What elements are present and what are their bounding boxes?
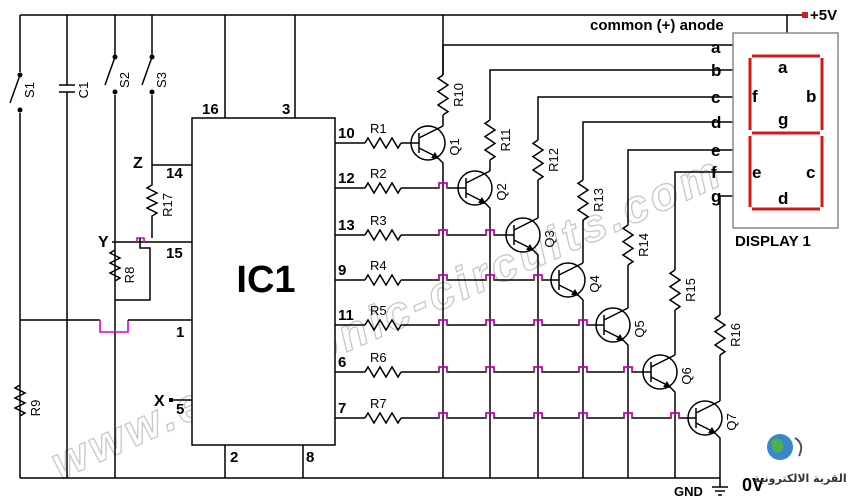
ic-pin-9: 9: [338, 262, 346, 279]
seg-f: f: [752, 87, 758, 106]
ic-pin-10: 10: [338, 125, 355, 142]
ic-pin-6: 6: [338, 354, 346, 371]
collector-resistor-10: [436, 74, 450, 116]
supply-rail: [19, 12, 808, 118]
r9-label: R9: [28, 400, 43, 417]
seg-g: g: [778, 110, 788, 129]
resistor-r9: [13, 384, 27, 417]
ic-pin-3: 3: [282, 101, 290, 118]
base-resistor-6: [364, 365, 402, 379]
node-y: Y: [98, 234, 109, 251]
logo-text: القرية الالكترونية: [753, 472, 846, 485]
switch-s1: [9, 55, 23, 478]
base-resistor-4: [364, 273, 402, 287]
ic-pin-7: 7: [338, 400, 346, 417]
seg-c: c: [806, 163, 815, 182]
display-segments: [748, 54, 824, 211]
anode-label: common (+) anode: [590, 17, 724, 34]
ic-pin-1: 1: [176, 324, 184, 341]
transistor-label: Q5: [632, 320, 647, 337]
node-x: X: [154, 393, 165, 410]
seg-d: d: [778, 189, 788, 208]
gnd-label: GND: [674, 484, 703, 499]
collector-resistor-label: R10: [451, 83, 466, 107]
collector-resistor-15: [668, 269, 682, 311]
base-resistor-label: R4: [370, 258, 387, 273]
switch-label-s1: S1: [22, 82, 37, 98]
ic-pin-14: 14: [166, 165, 183, 182]
base-resistor-3: [364, 228, 402, 242]
transistor-label: Q3: [542, 230, 557, 247]
segment-letter-c: c: [711, 88, 720, 107]
transistor-label: Q1: [447, 138, 462, 155]
seg-a: a: [778, 58, 788, 77]
collector-resistor-16: [713, 314, 727, 356]
segment-letter-f: f: [711, 163, 717, 182]
collector-resistor-13: [576, 179, 590, 221]
collector-resistor-label: R12: [546, 148, 561, 172]
base-resistor-label: R6: [370, 350, 387, 365]
transistor-label: Q6: [679, 367, 694, 384]
collector-resistor-11: [483, 119, 497, 161]
seg-b: b: [806, 87, 816, 106]
capacitor-label: C1: [76, 82, 91, 99]
switch-s3: [141, 54, 192, 166]
ic-pin-2: 2: [230, 449, 238, 466]
resistor-r17: [145, 165, 159, 238]
segment-letter-e: e: [711, 141, 720, 160]
collector-resistor-label: R13: [591, 188, 606, 212]
base-resistor-2: [364, 181, 402, 195]
node-z: Z: [133, 155, 143, 172]
collector-resistor-14: [621, 224, 635, 266]
switch-label-s3: S3: [154, 72, 169, 88]
segment-letter-a: a: [711, 38, 721, 57]
base-resistor-label: R7: [370, 396, 387, 411]
vplus-label: +5V: [810, 7, 837, 24]
display-name: DISPLAY 1: [735, 233, 811, 250]
collector-resistor-12: [531, 139, 545, 181]
r8-label: R8: [122, 267, 137, 284]
transistor-label: Q4: [587, 275, 602, 292]
switch-s2: [104, 54, 118, 478]
ic-pin-5: 5: [176, 401, 184, 418]
logo-globe-icon: [767, 434, 803, 460]
ic1-body: [191, 117, 336, 446]
switch-label-s2: S2: [117, 72, 132, 88]
seg-e: e: [752, 163, 761, 182]
base-resistor-7: [364, 411, 402, 425]
base-resistor-label: R5: [370, 303, 387, 318]
base-resistor-label: R1: [370, 121, 387, 136]
ic-pin-12: 12: [338, 170, 355, 187]
ic-pin-11: 11: [338, 307, 354, 324]
ic1-label: IC1: [236, 259, 295, 301]
collector-resistor-label: R11: [498, 129, 513, 152]
base-resistor-5: [364, 318, 402, 332]
base-resistor-label: R3: [370, 213, 387, 228]
zero-volt-label: 0V: [742, 475, 764, 495]
r17-label: R17: [160, 193, 175, 217]
collector-resistor-label: R16: [728, 323, 743, 347]
ic-pin-16: 16: [202, 101, 219, 118]
base-resistor-1: [364, 136, 402, 150]
segment-letter-g: g: [711, 187, 721, 206]
ic-pin-15: 15: [166, 245, 183, 262]
ic-pin-13: 13: [338, 217, 355, 234]
segment-letter-d: d: [711, 113, 721, 132]
segment-letter-b: b: [711, 61, 721, 80]
transistor-label: Q7: [724, 413, 739, 430]
transistor-label: Q2: [494, 183, 509, 200]
ic-pin-8: 8: [306, 449, 314, 466]
base-resistor-label: R2: [370, 166, 387, 181]
ground-symbol: [712, 478, 728, 496]
collector-resistor-label: R14: [636, 233, 651, 257]
resistor-r8: [108, 249, 122, 282]
collector-resistor-label: R15: [683, 278, 698, 302]
capacitor-c1: [59, 84, 75, 478]
